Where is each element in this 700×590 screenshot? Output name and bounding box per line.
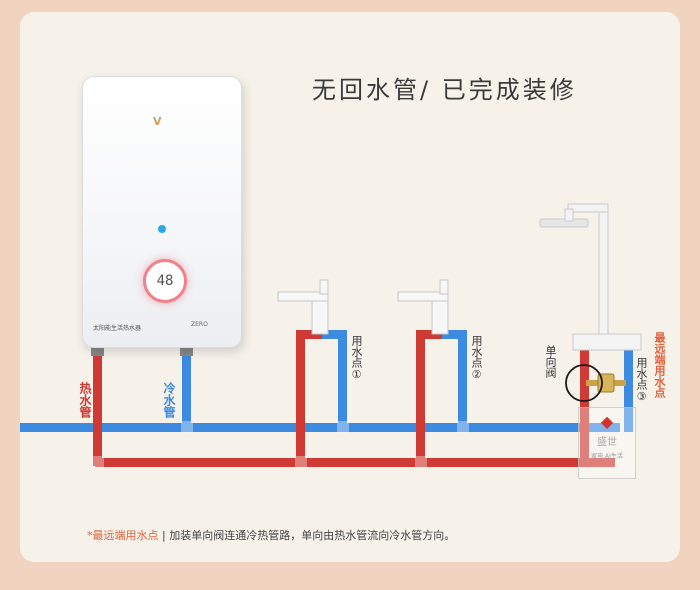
water-point-1-label: 用水点① [350, 335, 363, 381]
watermark-icon: ◆ [600, 412, 614, 431]
farthest-point-label: 最远端用水点 [653, 332, 666, 398]
check-valve-label: 单向阀 [544, 345, 557, 378]
tap2-hot-riser [416, 330, 425, 466]
hot-pipe-label: 热水管 [78, 382, 92, 418]
shower-cold-riser [624, 350, 633, 432]
cold-outlet-pipe [182, 342, 191, 432]
shower-hot-riser [580, 350, 589, 466]
tap2-cold-top [442, 330, 467, 339]
footnote-text: 加装单向阀连通冷热管路，单向由热水管流向冷水管方向。 [169, 529, 456, 542]
shower-neck [564, 208, 574, 222]
hot-main-pipe [95, 458, 615, 467]
pipe-joints [92, 421, 469, 468]
tap1-cold-riser [338, 330, 347, 431]
footnote: *最远端用水点 | 加装单向阀连通冷热管路，单向由热水管流向冷水管方向。 [87, 527, 455, 543]
watermark-text: 盛世 [597, 437, 617, 448]
check-valve-highlight [565, 364, 603, 402]
shower-arm [567, 203, 609, 213]
faucet-2 [397, 279, 449, 335]
pipe-diagram [20, 203, 642, 468]
shower-mixer [572, 333, 642, 351]
power-indicator-icon [158, 225, 166, 233]
heater-certification-text: 太阳能生活热水器 [93, 325, 142, 332]
diagram-card: 无回水管/ 已完成装修 [20, 12, 680, 562]
watermark-subtext: 家电 AI生活 [591, 453, 623, 460]
watermark-logo: ◆ 盛世 家电 AI生活 [578, 407, 636, 479]
heater-brand: V [153, 115, 162, 128]
water-point-2-label: 用水点② [470, 335, 483, 381]
tap1-cold-top [322, 330, 347, 339]
tap1-hot-riser [296, 330, 305, 466]
water-heater: V 48 太阳能生活热水器 ZERO [82, 76, 242, 348]
cold-pipe-label: 冷水管 [162, 382, 176, 418]
shower-column [598, 207, 609, 335]
water-point-3-label: 用水点③ [635, 357, 648, 403]
footnote-highlight: *最远端用水点 [87, 529, 159, 542]
shower-head [539, 218, 589, 228]
tap1-hot-top [296, 330, 322, 339]
footnote-separator: | [158, 529, 170, 542]
faucet-1 [277, 279, 329, 335]
heater-model-text: ZERO [191, 321, 208, 328]
temperature-display: 48 [143, 259, 187, 303]
tap2-cold-riser [458, 330, 467, 431]
tap2-hot-top [416, 330, 442, 339]
hot-outlet-pipe [93, 342, 102, 466]
diagram-title: 无回水管/ 已完成装修 [312, 76, 577, 104]
cold-main-pipe [20, 423, 620, 432]
